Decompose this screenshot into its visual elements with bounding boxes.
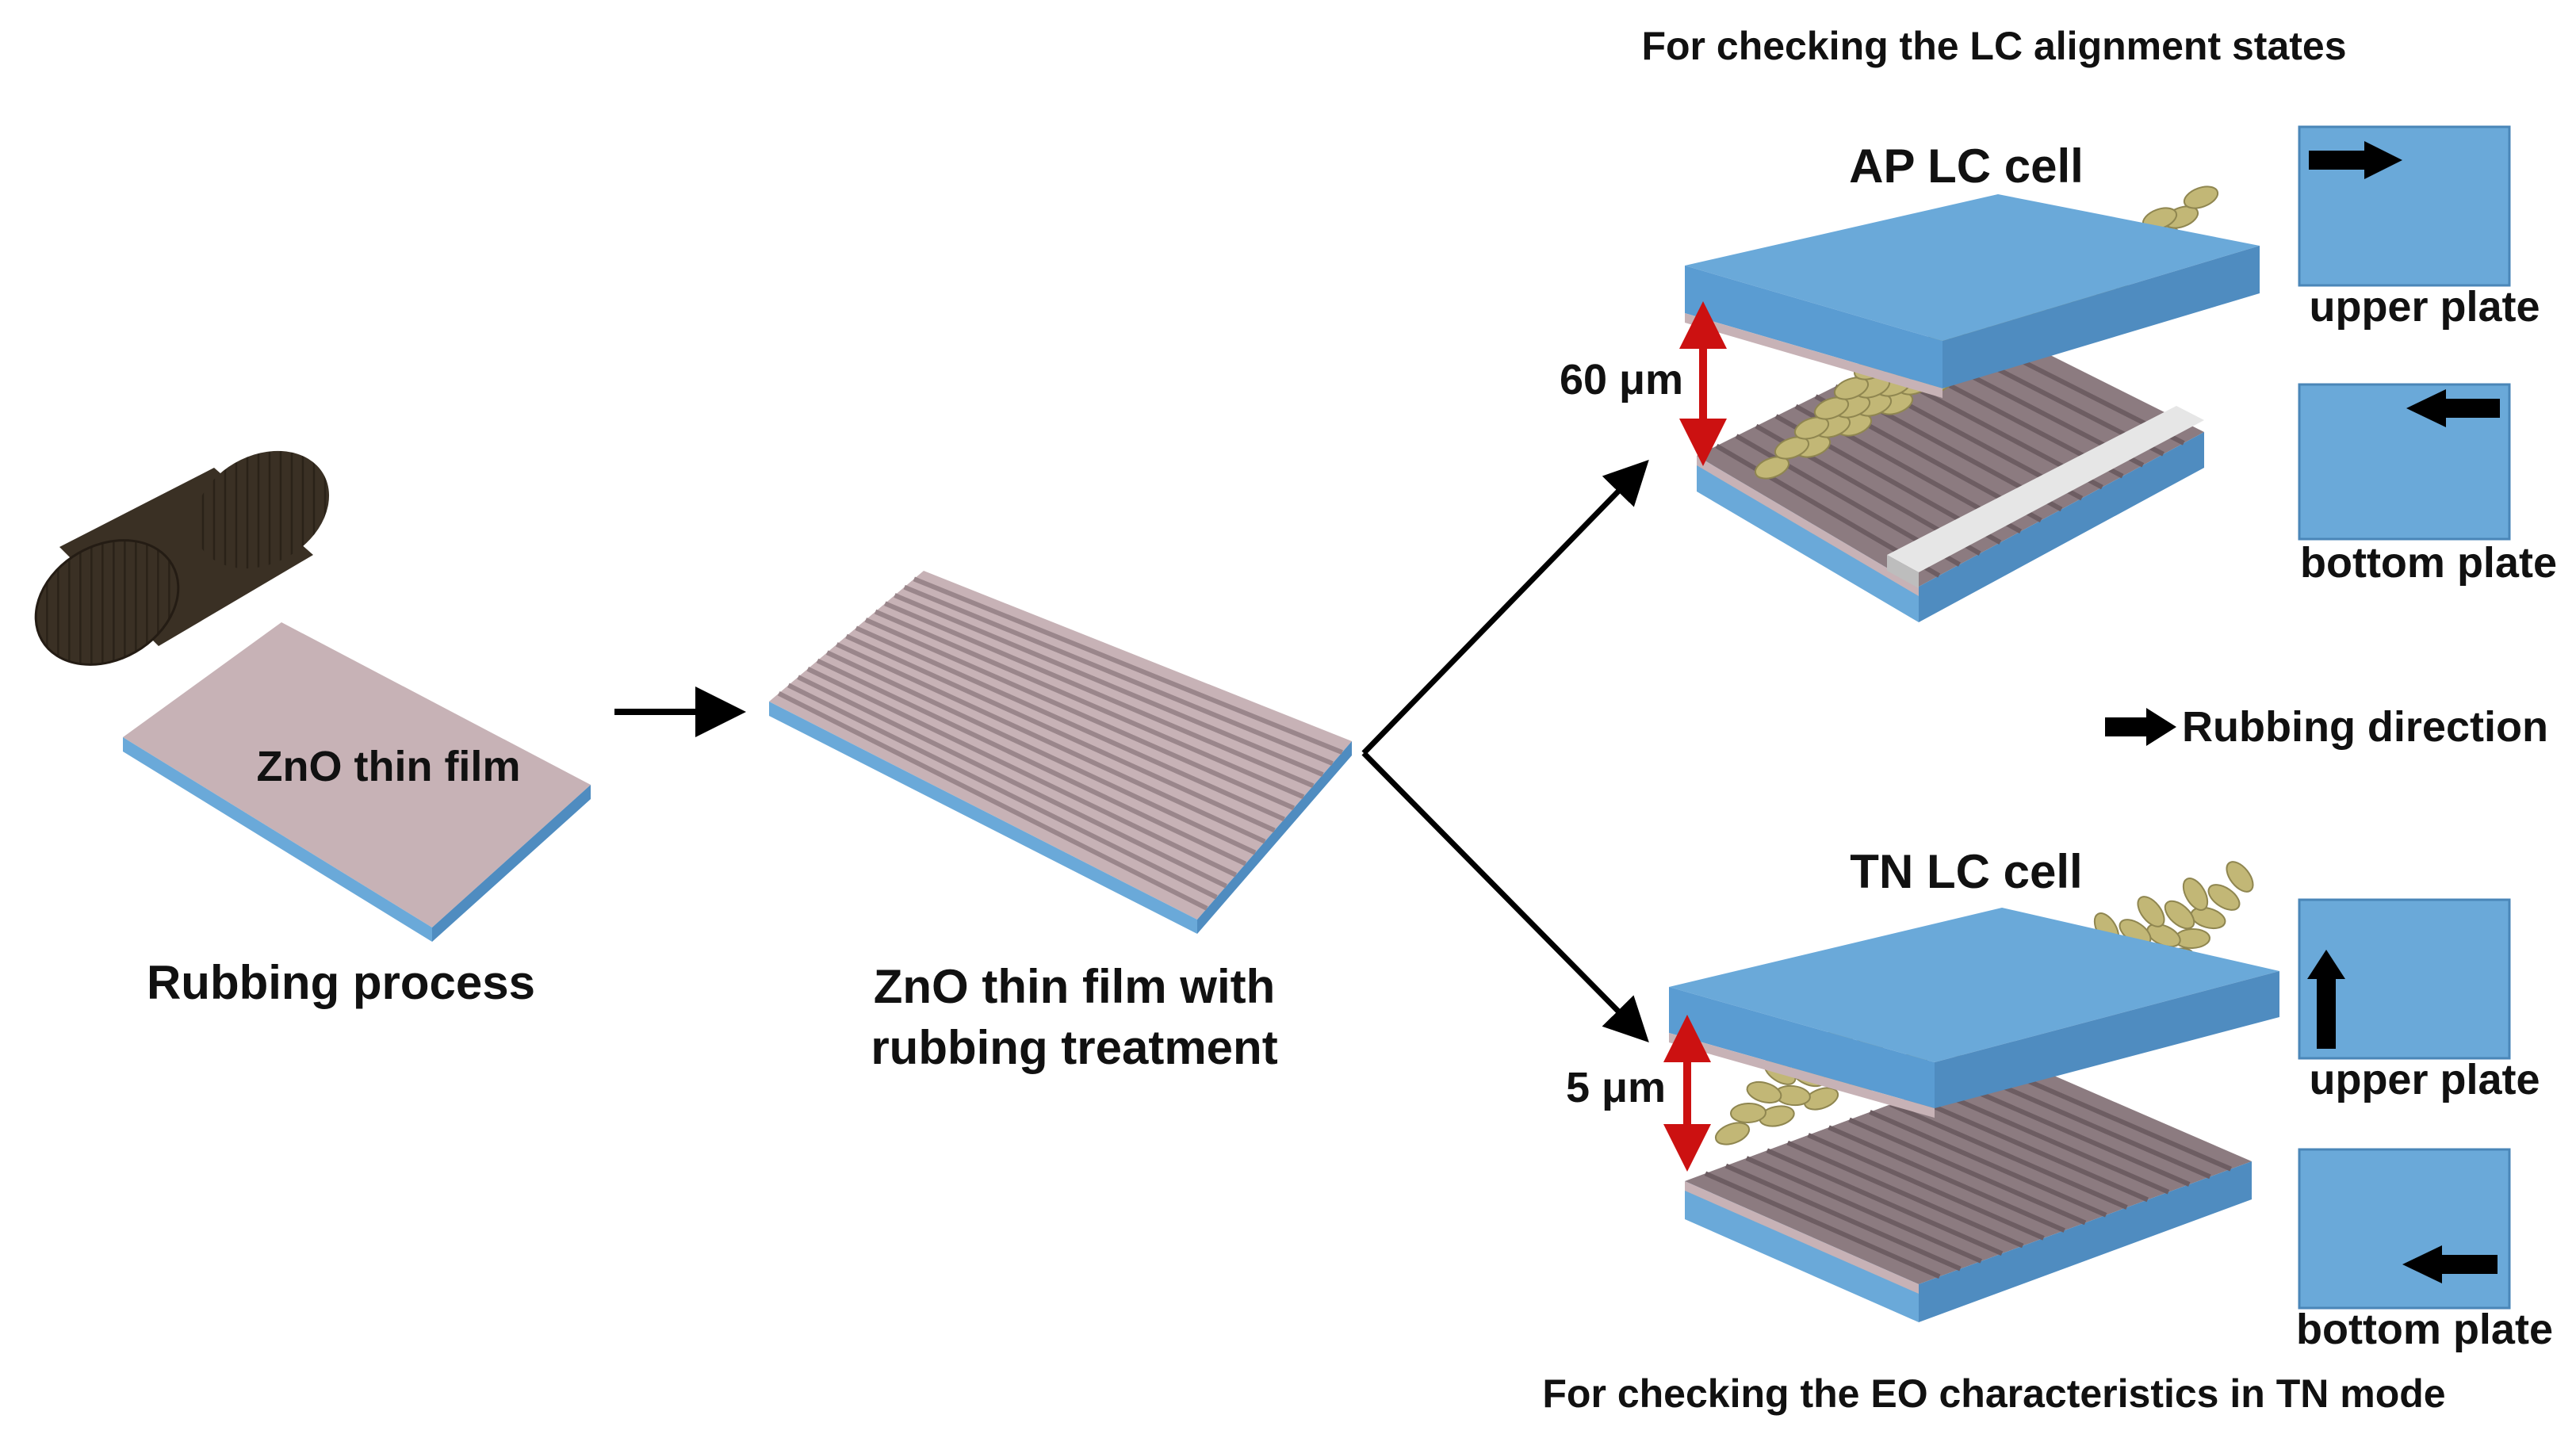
rubbing-direction-label: Rubbing direction: [2182, 703, 2548, 751]
lc-molecule: [1793, 416, 1830, 440]
lc-molecule: [1714, 1122, 1751, 1145]
tn-upper-plate-label: upper plate: [2309, 1056, 2540, 1103]
bottom-title: For checking the EO characteristics in T…: [1542, 1371, 2445, 1416]
groove-line: [1807, 1133, 2045, 1241]
arrow-right-icon: [2309, 141, 2402, 179]
tn-bottom-plate-label: bottom plate: [2296, 1306, 2553, 1353]
groove-line: [1745, 1156, 1982, 1264]
branch-arrow-ap: [1361, 459, 1649, 755]
lc-molecule: [1730, 1102, 1766, 1124]
groove-line: [1828, 1125, 2065, 1233]
lc-molecule: [2226, 861, 2254, 893]
lc-molecule: [2164, 900, 2195, 930]
groove-line: [797, 675, 1227, 889]
groove-line: [1786, 1140, 2024, 1249]
rubbed-film-caption-line2: rubbing treatment: [871, 1021, 1277, 1074]
groove-line: [1950, 1079, 2191, 1187]
groove-line: [874, 609, 1305, 800]
ap-cell-title: AP LC cell: [1849, 140, 2084, 193]
ap-bottom-plate-label: bottom plate: [2300, 539, 2557, 587]
groove-line: [1889, 1102, 2128, 1210]
lc-molecule: [1833, 377, 1870, 400]
groove-line: [777, 691, 1208, 911]
lc-molecule: [2182, 878, 2209, 911]
groove-line: [903, 584, 1334, 766]
groove-line: [855, 625, 1285, 822]
groove-line: [1766, 1148, 2004, 1256]
lc-molecule: [2207, 884, 2241, 911]
groove-line: [894, 593, 1324, 777]
groove-line: [806, 667, 1238, 878]
rubbing-process-caption: Rubbing process: [147, 956, 535, 1009]
groove-line: [864, 618, 1296, 811]
top-title: For checking the LC alignment states: [1641, 24, 2346, 68]
tn-bottom-plate-inset: [2298, 1148, 2511, 1310]
groove-line: [845, 633, 1276, 833]
groove-line: [816, 658, 1247, 866]
ap-upper-plate-label: upper plate: [2309, 283, 2540, 331]
tn-cell-title: TN LC cell: [1850, 845, 2082, 898]
groove-line: [1869, 1110, 2107, 1218]
groove-line: [836, 642, 1266, 844]
tn-gap-label: 5 μm: [1566, 1064, 1666, 1111]
lc-molecule: [1803, 1087, 1839, 1111]
groove-line: [1971, 1071, 2211, 1180]
lc-molecule: [2137, 896, 2165, 927]
lc-molecule: [1774, 436, 1810, 460]
groove-line: [1910, 1094, 2149, 1203]
ap-lc-cell: [1685, 185, 2260, 622]
lc-molecule: [2183, 185, 2219, 209]
lc-molecule: [1754, 456, 1790, 480]
rubbing-roller-icon: [34, 450, 330, 666]
tn-lc-cell: [1669, 861, 2279, 1322]
groove-line: [1992, 1063, 2232, 1172]
groove-line: [1704, 1171, 1941, 1279]
lc-molecule: [1813, 396, 1850, 420]
groove-line: [884, 601, 1315, 789]
lc-molecule: [1746, 1080, 1782, 1104]
ap-gap-label: 60 μm: [1560, 356, 1683, 403]
groove-line: [1931, 1086, 2170, 1195]
zno-film-label: ZnO thin film: [257, 743, 521, 790]
arrow-left-icon: [2406, 389, 2500, 427]
arrow-up-icon: [2307, 950, 2345, 1049]
groove-line: [1848, 1117, 2087, 1226]
groove-line: [787, 683, 1218, 900]
rubbing-direction-legend-icon: [2105, 708, 2176, 746]
tn-bottom-grooves: [1704, 1063, 2232, 1279]
groove-line: [1724, 1163, 1962, 1272]
branch-arrow-tn: [1361, 751, 1649, 1042]
rubbing-grooves: [777, 576, 1343, 911]
rubbed-film-caption-line1: ZnO thin film with: [874, 960, 1276, 1013]
rubbed-zno-film: [769, 571, 1352, 934]
arrow-left-icon: [2402, 1245, 2498, 1283]
zno-film-plate: [123, 622, 591, 942]
groove-line: [825, 650, 1257, 855]
groove-line: [913, 576, 1343, 755]
